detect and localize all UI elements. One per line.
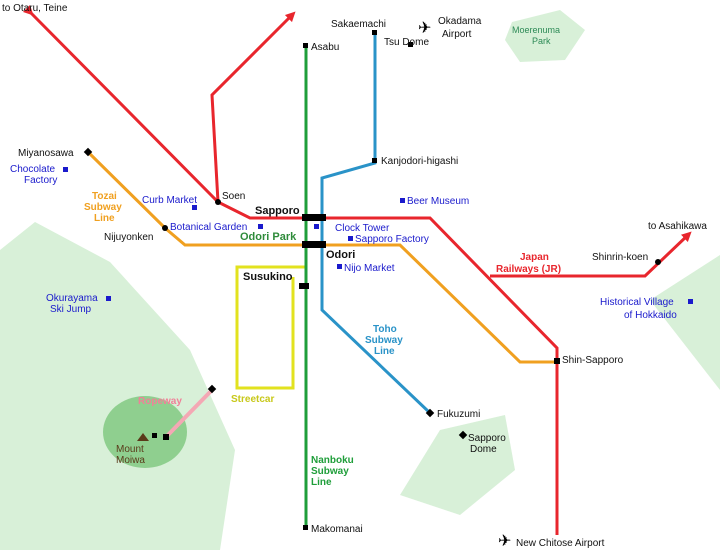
tozai-label-2: Subway [84, 202, 122, 213]
station-shin-sapporo: Shin-Sapporo [562, 355, 624, 366]
poi-okurayama-1: Okurayama [46, 293, 98, 304]
nanboku-label-3: Line [311, 477, 332, 488]
park-east [650, 255, 720, 390]
sapporo-dome-1: Sapporo [468, 433, 506, 444]
station-odori: Odori [326, 249, 355, 261]
poi-chocolate-factory-1: Chocolate [10, 164, 55, 175]
poi-clock-tower: Clock Tower [335, 223, 390, 234]
nanboku-label-1: Nanboku [311, 455, 354, 466]
poi-historical-village-2: of Hokkaido [624, 310, 677, 321]
streetcar-line [235, 265, 305, 390]
toho-label-1: Toho [373, 324, 397, 335]
mount-moiwa-2: Moiwa [116, 455, 145, 466]
sakaemachi-dot [372, 30, 377, 35]
streetcar-label: Streetcar [231, 394, 274, 405]
odori-hub [302, 241, 326, 248]
park-moerenuma [505, 10, 585, 62]
ropeway-label: Ropeway [138, 396, 182, 407]
jr-label-2: Railways (JR) [496, 264, 561, 275]
toho-label-3: Line [374, 346, 395, 357]
jr-line-asahikawa [490, 231, 692, 278]
station-miyanosawa: Miyanosawa [18, 148, 74, 159]
sapporo-dome-dot [458, 430, 468, 440]
mount-moiwa-1: Mount [116, 444, 144, 455]
mount-moiwa-area [103, 396, 187, 468]
nijo-market-marker [337, 264, 342, 269]
mountain-icon [137, 433, 149, 441]
station-odori-park: Odori Park [240, 231, 297, 243]
miyanosawa-dot [83, 147, 93, 157]
poi-okurayama-2: Ski Jump [50, 304, 92, 315]
to-asahikawa-label: to Asahikawa [648, 221, 707, 232]
okadama-airport-icon: ✈ [418, 20, 431, 37]
new-chitose-airport-icon: ✈ [498, 533, 511, 550]
station-fukuzumi: Fukuzumi [437, 409, 480, 420]
toho-line [320, 32, 432, 415]
to-otaru-label: to Otaru, Teine [2, 3, 68, 14]
poi-sapporo-factory: Sapporo Factory [355, 234, 429, 245]
mount-moiwa-marker [152, 433, 157, 438]
station-sakaemachi: Sakaemachi [331, 19, 386, 30]
beer-museum-marker [400, 198, 405, 203]
poi-markers [63, 167, 693, 304]
station-okadama: Okadama [438, 16, 482, 27]
park-moerenuma-2: Park [532, 36, 551, 46]
poi-curb-market: Curb Market [142, 195, 197, 206]
clock-tower-marker [314, 224, 319, 229]
jr-line-main [22, 4, 559, 535]
ropeway-base-dot [163, 434, 169, 440]
poi-chocolate-factory-2: Factory [24, 175, 57, 186]
sapporo-factory-marker [348, 236, 353, 241]
nanboku-label-2: Subway [311, 466, 349, 477]
station-tsu-dome: Tsu Dome [384, 37, 429, 48]
historical-village-marker [688, 299, 693, 304]
station-nijuyonken: Nijuyonken [104, 232, 153, 243]
kanjodori-dot [372, 158, 377, 163]
station-soen: Soen [222, 191, 245, 202]
park-areas [0, 10, 720, 550]
sapporo-hub [302, 214, 326, 221]
okadama-dot [408, 42, 413, 47]
station-susukino: Susukino [243, 271, 293, 283]
poi-beer-museum: Beer Museum [407, 196, 469, 207]
poi-nijo-market: Nijo Market [344, 263, 395, 274]
station-dots [83, 30, 661, 530]
station-okadama-airport: Airport [442, 29, 472, 40]
tozai-line [86, 150, 557, 364]
jr-label-1: Japan [520, 252, 549, 263]
station-sapporo: Sapporo [255, 205, 300, 217]
park-moerenuma-1: Moerenuma [512, 25, 560, 35]
poi-historical-village-1: Historical Village [600, 297, 674, 308]
park-west [0, 222, 235, 550]
chocolate-factory-marker [63, 167, 68, 172]
nijuyonken-dot [162, 225, 168, 231]
station-asabu: Asabu [311, 42, 339, 53]
station-shinrin-koen: Shinrin-koen [592, 252, 648, 263]
curb-market-marker [192, 205, 197, 210]
sapporo-dome-2: Dome [470, 444, 497, 455]
shinrin-koen-dot [655, 259, 661, 265]
ropeway-line [164, 388, 214, 439]
soen-dot [215, 199, 221, 205]
tozai-label-3: Line [94, 213, 115, 224]
ropeway-top-dot [207, 384, 217, 394]
asabu-dot [303, 43, 308, 48]
station-kanjodori-higashi: Kanjodori-higashi [381, 156, 458, 167]
toho-label-2: Subway [365, 335, 403, 346]
station-makomanai: Makomanai [311, 524, 363, 535]
station-new-chitose: New Chitose Airport [516, 538, 605, 549]
park-sapporo-dome [400, 415, 515, 515]
susukino-hub [299, 283, 309, 289]
shin-sapporo-dot [554, 358, 560, 364]
okurayama-marker [106, 296, 111, 301]
poi-botanical-garden: Botanical Garden [170, 222, 247, 233]
tozai-label-1: Tozai [92, 191, 117, 202]
makomanai-dot [303, 525, 308, 530]
botanical-garden-marker [258, 224, 263, 229]
fukuzumi-dot [425, 408, 435, 418]
jr-line-north [210, 11, 296, 203]
